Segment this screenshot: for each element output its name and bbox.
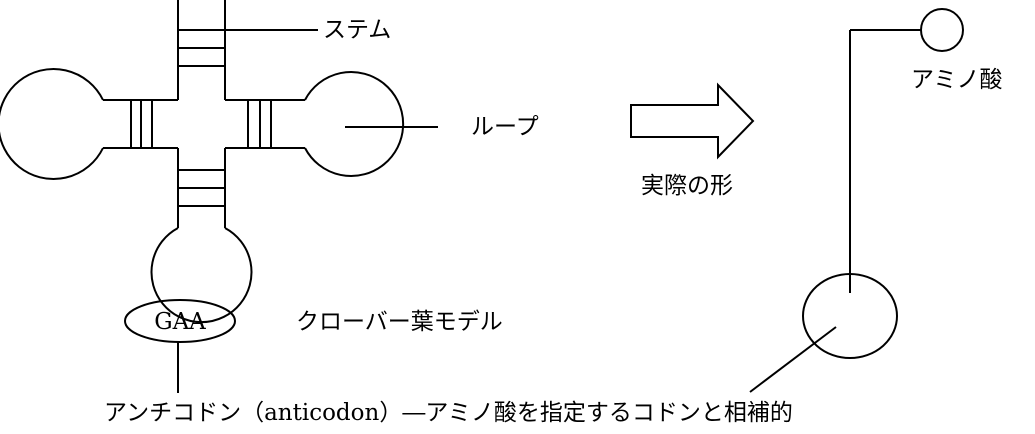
amino-acid-label: アミノ酸 bbox=[911, 67, 1003, 93]
caption-pointer bbox=[749, 326, 837, 393]
block-arrow bbox=[630, 82, 755, 160]
amino-acid-circle bbox=[920, 8, 964, 52]
right-stem bbox=[225, 99, 305, 149]
actual-shape bbox=[749, 8, 964, 393]
anticodon-sequence: GAA bbox=[154, 309, 206, 335]
loop-label: ループ bbox=[471, 114, 539, 140]
cloverleaf-model bbox=[0, 0, 405, 393]
anticodon-ellipse bbox=[124, 299, 236, 343]
arrow-label: 実際の形 bbox=[641, 173, 733, 199]
left-stem bbox=[103, 99, 178, 149]
stem-label: ステム bbox=[323, 17, 391, 43]
top-stem bbox=[177, 0, 226, 100]
anticodon-caption: アンチコドン（anticodon）―アミノ酸を指定するコドンと相補的 bbox=[104, 400, 793, 426]
anticodon-loop bbox=[150, 227, 253, 324]
cloverleaf-label: クローバー葉モデル bbox=[296, 309, 503, 335]
bottom-stem bbox=[177, 148, 226, 228]
right-loop bbox=[304, 71, 405, 177]
anticodon-end-ellipse bbox=[802, 273, 898, 359]
left-loop bbox=[0, 68, 104, 180]
